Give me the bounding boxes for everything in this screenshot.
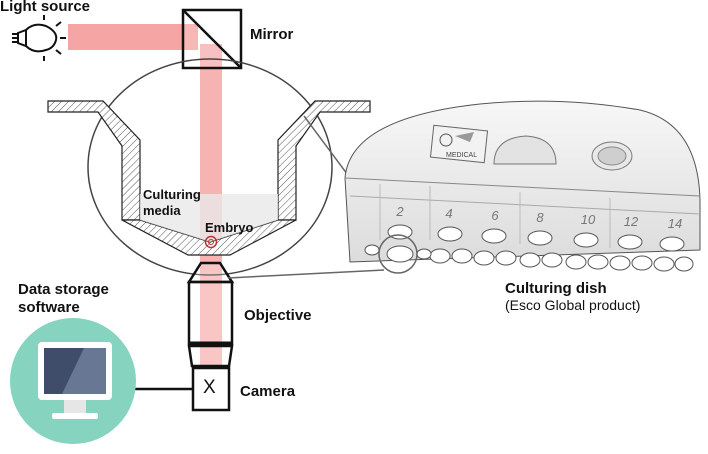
- well-number-2: 4: [445, 206, 452, 221]
- embryo-label: Embryo: [205, 220, 254, 235]
- embryo-icon: [204, 235, 218, 249]
- culturing-dish-image: 2 4 6 8 10 12 14 MEDICAL: [344, 100, 701, 272]
- magnifier-circle: [87, 58, 333, 276]
- culturing-media-label-line1: Culturing: [143, 187, 201, 202]
- mirror-box: [181, 8, 243, 70]
- well-number-6: 12: [624, 214, 639, 229]
- culturing-dish-source: (Esco Global product): [505, 297, 641, 313]
- horizontal-light-beam: [68, 24, 198, 50]
- zoom-circle: [378, 234, 418, 274]
- light-bulb-icon: [12, 15, 66, 61]
- objective-label: Objective: [244, 307, 312, 324]
- camera-symbol: X: [203, 377, 216, 398]
- well-number-3: 6: [491, 208, 499, 223]
- objective-lens: [186, 261, 235, 368]
- culturing-media-fill: [140, 194, 278, 220]
- well-number-5: 10: [581, 212, 596, 227]
- culturing-media-bottom: [140, 220, 278, 242]
- culturing-dish-label: Culturing dish: [505, 280, 607, 297]
- dish-brand-text: MEDICAL: [446, 152, 477, 159]
- data-storage-label-line2: software: [18, 299, 80, 316]
- zoom-line-bottom: [227, 269, 385, 279]
- well-number-7: 14: [668, 216, 682, 231]
- data-storage-label-line1: Data storage: [18, 281, 109, 298]
- well-number-4: 8: [536, 210, 544, 225]
- camera-label: Camera: [240, 383, 296, 400]
- well-number-1: 2: [395, 204, 404, 219]
- computer-monitor-icon: [10, 318, 136, 444]
- dish-cross-section: [47, 100, 371, 256]
- light-source-label: Light source: [0, 0, 91, 15]
- culturing-media-label-line2: media: [143, 203, 181, 218]
- mirror-label: Mirror: [250, 26, 294, 43]
